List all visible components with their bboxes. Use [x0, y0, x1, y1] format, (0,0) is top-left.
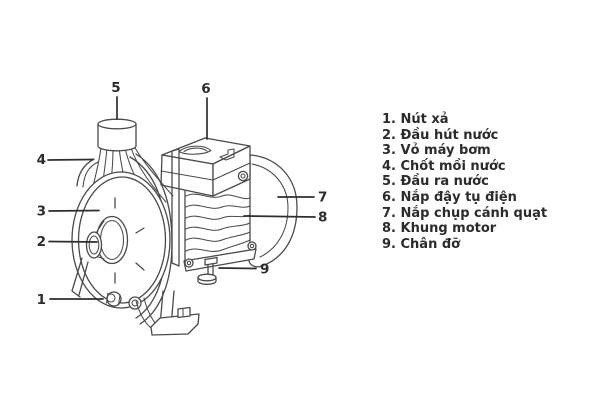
pump-flange	[171, 148, 180, 267]
callout-1-number: 1	[37, 292, 46, 308]
callout-9-number: 9	[260, 262, 269, 278]
callout-7-number: 7	[318, 190, 327, 206]
legend-item-9: 9. Chân đỡ	[382, 236, 461, 252]
callouts: 1 2 3 4 5 6 7 8 9	[37, 80, 328, 308]
callout-8: 8	[243, 210, 327, 226]
callout-1: 1	[37, 292, 104, 308]
legend-item-7: 7. Nắp chụp cánh quạt	[382, 205, 548, 221]
callout-2-number: 2	[37, 234, 46, 250]
fan-cover	[248, 154, 298, 268]
callout-3: 3	[37, 204, 100, 220]
legend-item-1: 1. Nút xả	[382, 112, 449, 127]
callout-6: 6	[201, 81, 211, 140]
legend-item-4: 4. Chốt mồi nước	[382, 158, 506, 174]
callout-7: 7	[277, 190, 327, 206]
outlet-cap	[97, 118, 137, 152]
callout-4-number: 4	[37, 152, 46, 168]
callout-3-number: 3	[37, 204, 46, 220]
legend-item-8: 8. Khung motor	[382, 221, 497, 237]
motor-base	[183, 241, 257, 272]
callout-5-number: 5	[111, 80, 120, 96]
drain-plug	[105, 291, 142, 310]
callout-5: 5	[111, 80, 121, 120]
callout-8-number: 8	[318, 210, 327, 226]
callout-6-number: 6	[201, 81, 210, 97]
legend-item-5: 5. Đầu ra nước	[382, 174, 489, 190]
legend-item-3: 3. Vỏ máy bơm	[382, 143, 491, 159]
pump-feet	[71, 257, 200, 336]
parts-legend: 1. Nút xả 2. Đầu hút nước 3. Vỏ máy bơm …	[382, 112, 596, 252]
suction-inlet	[85, 215, 129, 265]
callout-4: 4	[37, 152, 94, 168]
legend-item-2: 2. Đầu hút nước	[382, 127, 499, 143]
capacitor-box	[160, 137, 251, 197]
support-foot	[197, 256, 218, 285]
legend-item-6: 6. Nắp đậy tụ điện	[382, 189, 517, 205]
callout-9: 9	[218, 262, 269, 278]
callout-2: 2	[37, 234, 98, 250]
